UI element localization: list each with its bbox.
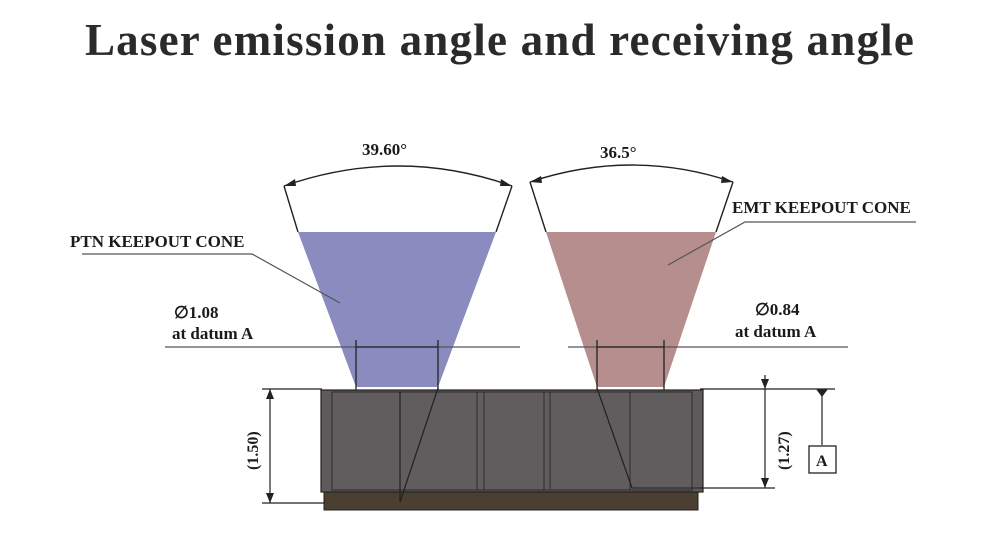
emt-cone-label: EMT KEEPOUT CONE [732, 198, 911, 217]
left-diameter-bracket [355, 340, 439, 390]
right-diameter-label: ∅0.84 [755, 300, 800, 319]
right-diameter-bracket [596, 340, 665, 390]
datum-box-label: A [816, 453, 828, 470]
ptn-keepout-cone [298, 232, 496, 387]
emt-keepout-cone [546, 232, 716, 387]
left-angle-dimension [283, 165, 513, 233]
left-datum-note: at datum A [172, 324, 254, 343]
sensor-body [320, 387, 704, 511]
right-angle-label: 36.5° [600, 143, 637, 162]
datum-box [808, 445, 837, 474]
right-height-dimension [700, 375, 835, 489]
right-datum-note: at datum A [735, 322, 817, 341]
left-angle-label: 39.60° [362, 140, 407, 159]
right-angle-dimension [529, 164, 734, 233]
left-height-label: (1.50) [245, 431, 262, 470]
right-height-label: (1.27) [776, 431, 793, 470]
ptn-cone-label: PTN KEEPOUT CONE [70, 232, 244, 251]
page-title: Laser emission angle and receiving angle [84, 15, 916, 65]
left-diameter-label: ∅1.08 [174, 303, 219, 322]
left-height-dimension [262, 388, 325, 504]
